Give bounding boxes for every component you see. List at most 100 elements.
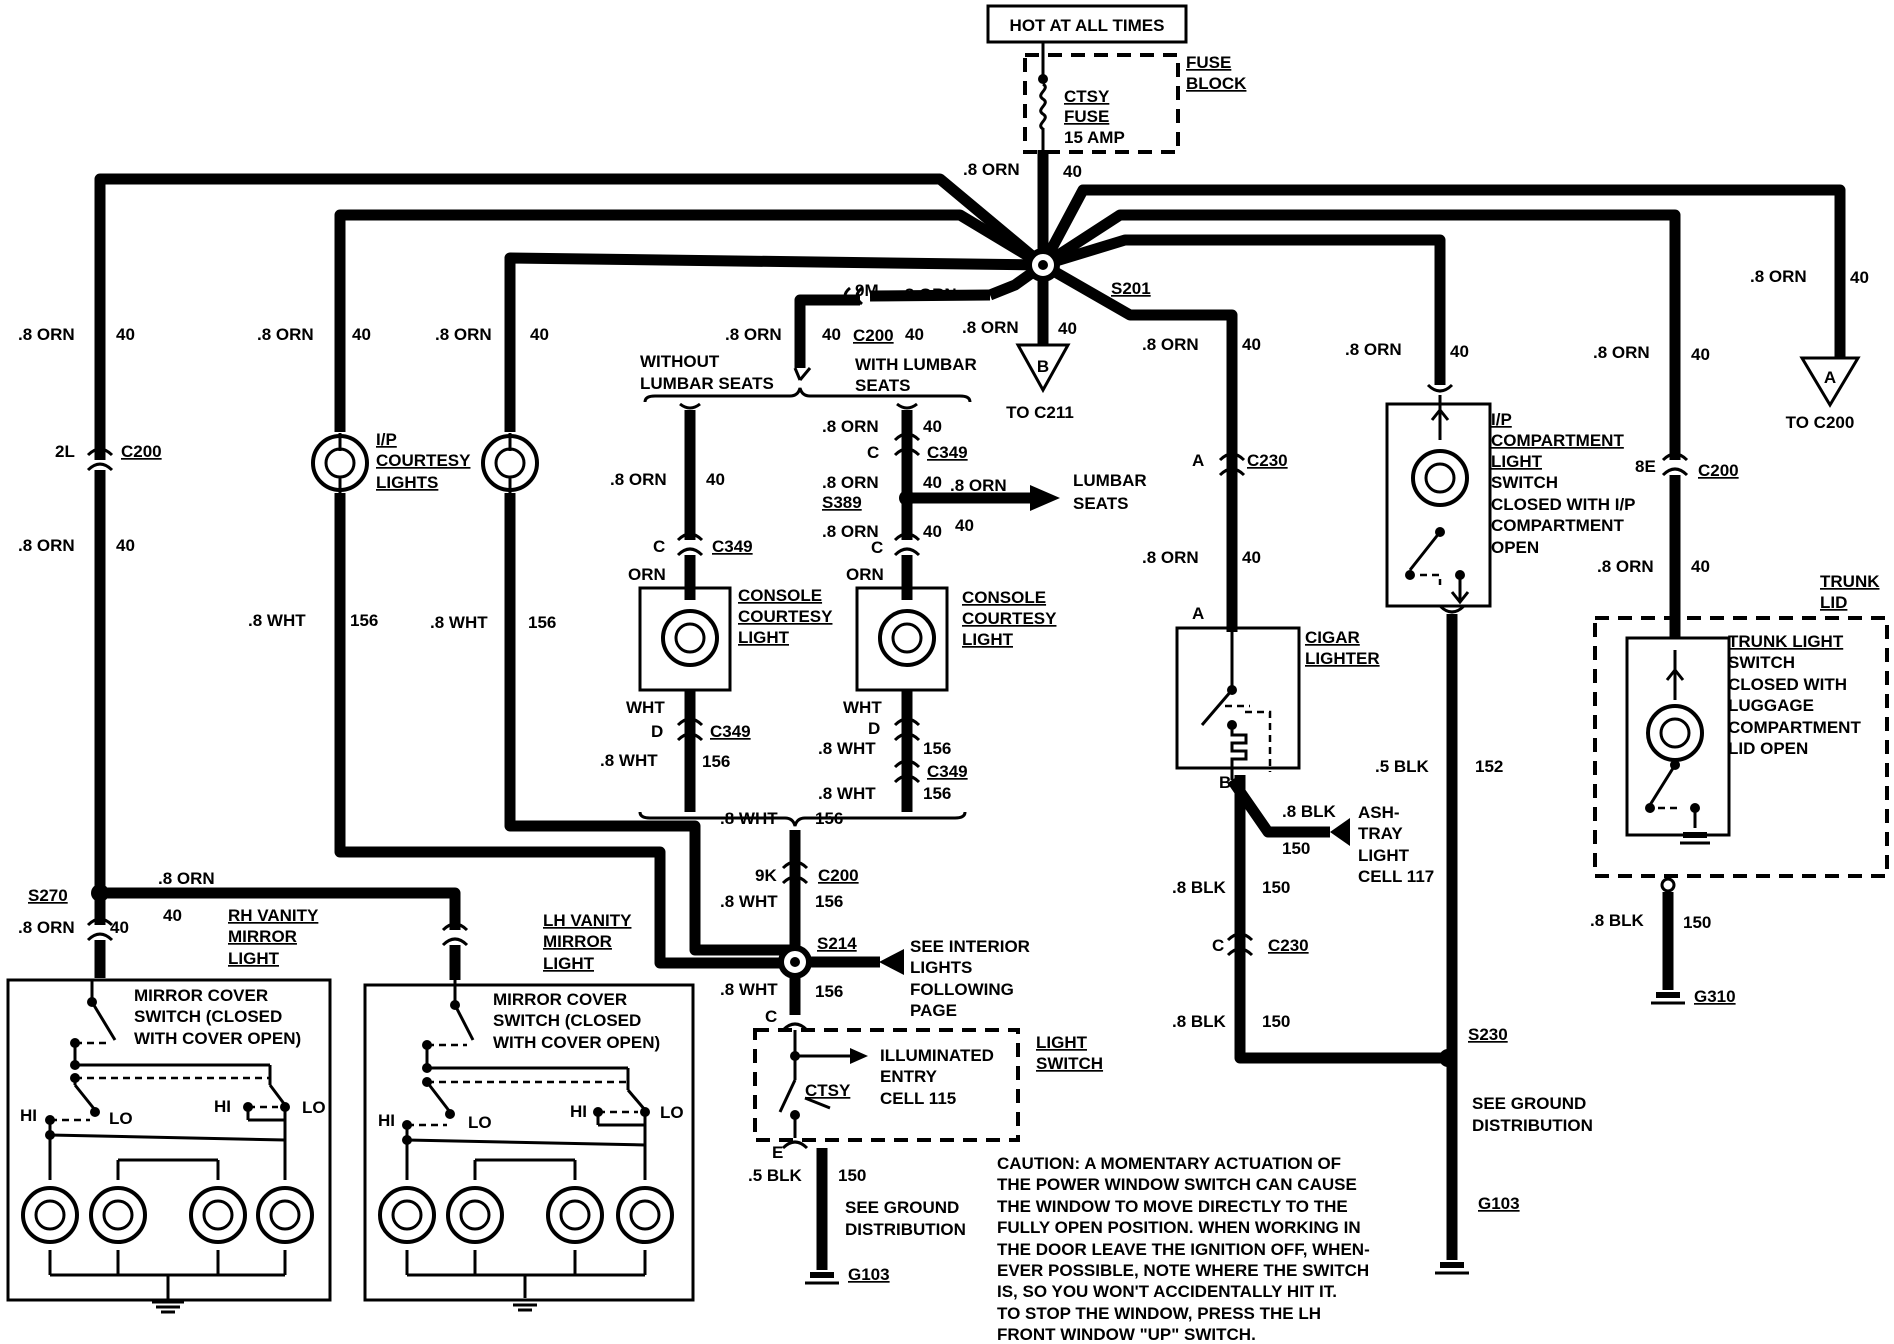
cigar-circuit-1: 40 [1242,335,1261,354]
connector-a-circuit: 40 [1850,268,1869,287]
lh-switch-3: WITH COVER OPEN) [493,1033,660,1052]
feed-wire: .8 ORN [963,160,1020,179]
cigar-pin-a-2: A [1192,604,1204,623]
courtesy-left-wire: .8 ORN [257,325,314,344]
console-left-conn-1: C349 [712,537,753,556]
courtesy-label-2: COURTESY [376,451,471,470]
lh-hi-2: HI [570,1102,587,1121]
lh-lo-2: LO [660,1103,684,1122]
cigar-blk-circuit-2: 150 [1262,1012,1290,1031]
trunk-lid-2: LID [1820,593,1847,612]
trunk-light: .8 ORN 40 8E C200 .8 ORN 40 TRUNK LID TR… [1590,343,1889,1006]
light-switch-label-2: SWITCH [1036,1054,1103,1073]
console-right-wht-wire-2: .8 WHT [818,784,876,803]
console-right-wire-3: .8 ORN [822,522,879,541]
trunk-circuit-2: 40 [1691,557,1710,576]
cigar-label-2: LIGHTER [1305,649,1380,668]
lumbar-wire: .8 ORN [900,285,957,304]
s214-wire-1: .8 WHT [720,809,778,828]
cigar-blk-1: .8 BLK [1172,878,1227,897]
lh-switch-2: SWITCH (CLOSED [493,1011,641,1030]
connector-a-letter: A [1824,368,1836,387]
trunk-label-3: CLOSED WITH [1728,675,1847,694]
ashtray-wire: .8 BLK [1282,802,1337,821]
rh-mirror-label-3: LIGHT [228,949,280,968]
lumbar-conn: C200 [853,326,894,345]
s201-label: S201 [1111,279,1151,298]
console-left-pin-d: D [651,722,663,741]
s389-wire: .8 ORN [950,476,1007,495]
ipcomp-label-1: I/P [1491,410,1512,429]
trunk-label-1: TRUNK LIGHT [1728,632,1844,651]
courtesy-right-circuit: 40 [530,325,549,344]
connector-b-letter: B [1037,357,1049,376]
s214-circuit-3: 156 [815,982,843,1001]
caution-line-1: CAUTION: A MOMENTARY ACTUATION OF [997,1154,1341,1173]
cigar-circuit-2: 40 [1242,548,1261,567]
caution-line-8: TO STOP THE WINDOW, PRESS THE LH [997,1304,1321,1323]
with-lumbar-1: WITH LUMBAR [855,355,977,374]
ipcomp-label-7: OPEN [1491,538,1539,557]
ipcomp-g103: G103 [1478,1194,1520,1213]
caution-line-2: THE POWER WINDOW SWITCH CAN CAUSE [997,1175,1357,1194]
trunk-label-2: SWITCH [1728,653,1795,672]
fuse-block-label-2: BLOCK [1186,74,1247,93]
with-lumbar-2: SEATS [855,376,910,395]
courtesy-right-wht: .8 WHT [430,613,488,632]
console-right-pin-d: D [868,719,880,738]
trunk-blk: .8 BLK [1590,911,1645,930]
s389-label: S389 [822,493,862,512]
ipcomp-ground-2: DISTRIBUTION [1472,1116,1593,1135]
cigar-pin-b: B [1219,773,1231,792]
s201-splice: S201 [1026,248,1151,298]
ipcomp-ground-1: SEE GROUND [1472,1094,1586,1113]
rh-hi-2: HI [214,1097,231,1116]
harness-wires [94,150,1846,460]
light-switch: CTSY ILLUMINATED ENTRY CELL 115 LIGHT SW… [748,1028,1103,1285]
courtesy-label-3: LIGHTS [376,473,438,492]
caution-note: CAUTION: A MOMENTARY ACTUATION OF THE PO… [997,1154,1370,1344]
cigar-conn-1: C230 [1247,451,1288,470]
console-right-label-1: CONSOLE [962,588,1046,607]
console-right-label-2: COURTESY [962,609,1057,628]
trunk-g310: G310 [1694,987,1736,1006]
s214-see-1: SEE INTERIOR [910,937,1030,956]
console-left-label-3: LIGHT [738,628,790,647]
courtesy-right-wire: .8 ORN [435,325,492,344]
trunk-blk-circuit: 150 [1683,913,1711,932]
ipcomp-blk: .5 BLK [1375,757,1430,776]
light-switch-blk-circuit: 150 [838,1166,866,1185]
lh-vanity-mirror: LH VANITY MIRROR LIGHT MIRROR COVER SWIT… [363,911,695,1312]
lh-bulbs [378,1186,674,1244]
left-circuit-2: 40 [116,536,135,555]
courtesy-left-wht-circuit: 156 [350,611,378,630]
lh-mirror-label-1: LH VANITY [543,911,632,930]
ashtray-1: ASH- [1358,803,1400,822]
cigar-blk-circuit-1: 150 [1262,878,1290,897]
lh-mirror-label-2: MIRROR [543,932,612,951]
courtesy-left-wht: .8 WHT [248,611,306,630]
fuse-block-label-1: FUSE [1186,53,1231,72]
ashtray-circuit: 150 [1282,839,1310,858]
left-branch: .8 ORN 40 2L C200 .8 ORN 40 S270 .8 ORN … [18,325,469,980]
left-wire-2: .8 ORN [18,536,75,555]
s214-pin: 9K [755,866,777,885]
console-right-pin-c1: C [867,443,879,462]
s214-wire-3: .8 WHT [720,980,778,999]
lumbar-left-circuit: 40 [822,325,841,344]
light-switch-g103: G103 [848,1265,890,1284]
s214-label: S214 [817,934,857,953]
light-switch-pin-c: C [765,1007,777,1026]
courtesy-right-wht-circuit: 156 [528,613,556,632]
trunk-pin: 8E [1635,457,1656,476]
console-left-wht-circuit: 156 [702,752,730,771]
s214-see-2: LIGHTS [910,958,972,977]
ipcomp-wire: .8 ORN [1345,340,1402,359]
caution-line-9: FRONT WINDOW "UP" SWITCH. [997,1325,1256,1344]
ashtray-4: CELL 117 [1358,867,1434,886]
ipcomp-circuit: 40 [1450,342,1469,361]
s270-label: S270 [28,886,68,905]
ipcomp-label-3: LIGHT [1491,452,1543,471]
light-switch-entry-2: ENTRY [880,1067,938,1086]
